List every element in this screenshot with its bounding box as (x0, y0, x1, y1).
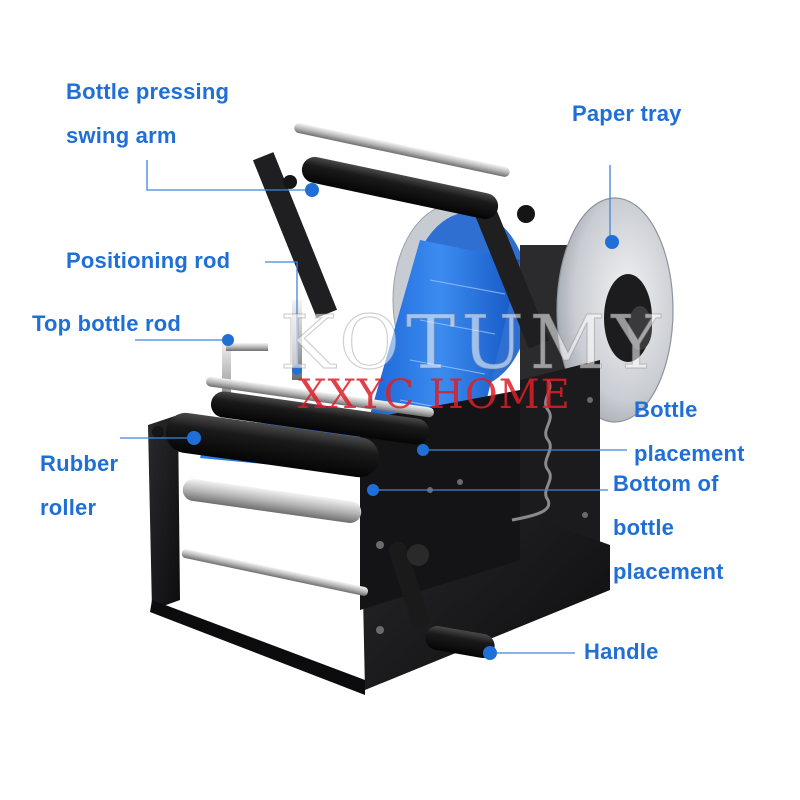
leader-swing-arm (146, 160, 312, 191)
swing-arm-side-left (252, 152, 338, 318)
tension-spring (511, 379, 552, 522)
bottom-bottle-roller (182, 479, 362, 523)
swing-arm-knob-left (283, 175, 297, 189)
label-positioning-rod: Positioning rod (66, 248, 231, 273)
leader-positioning-rod (265, 261, 298, 368)
top-bottle-rod (222, 340, 268, 410)
swing-arm-roller (301, 156, 499, 220)
callout-dot-top-bottle-rod (222, 334, 234, 346)
frame-left-plate (148, 415, 180, 610)
label-paper-tray: Paper tray (572, 101, 682, 126)
rubber-roller (165, 412, 380, 478)
upper-support-rod (206, 376, 434, 418)
rollers (152, 376, 434, 596)
swing-arm-top-rod (294, 123, 510, 177)
callout-dot-handle (483, 646, 497, 660)
top-bottle-rod-vertical (222, 340, 231, 410)
leader-lines (120, 160, 627, 654)
callout-dot-bottle-placement (417, 444, 429, 456)
bottle-placement-roller (210, 391, 430, 445)
label-swing-arm: Bottle pressing swing arm (66, 79, 230, 148)
callout-dot-rubber-roller (187, 431, 201, 445)
label-bottle-placement: Bottle placement (634, 397, 745, 466)
callout-dot-swing-arm (305, 183, 319, 197)
swing-arm-knob (517, 205, 535, 223)
label-rubber-roller: Rubber roller (40, 451, 119, 520)
callout-dot-bottom-bottle (367, 484, 379, 496)
machine-frame (148, 360, 610, 695)
swing-arm-side-right (472, 201, 550, 349)
crank-arm (388, 541, 430, 629)
top-bottle-rod-horizontal (226, 343, 268, 351)
frame-base (150, 600, 365, 695)
crank-grip (425, 626, 495, 658)
crank-handle (388, 541, 495, 658)
callout-dots (187, 183, 619, 660)
label-top-bottle-rod: Top bottle rod (32, 311, 182, 336)
label-handle: Handle (584, 639, 659, 664)
roller-end-knob (152, 426, 164, 438)
lower-support-rod (181, 549, 369, 596)
callout-dot-paper-tray (605, 235, 619, 249)
tray-hub-cap (628, 306, 652, 350)
crank-hub (407, 544, 429, 566)
label-bottom-bottle-placement: Bottom of bottle placement (613, 471, 724, 584)
swing-arm (252, 123, 550, 349)
callout-dot-positioning-rod (292, 365, 302, 375)
